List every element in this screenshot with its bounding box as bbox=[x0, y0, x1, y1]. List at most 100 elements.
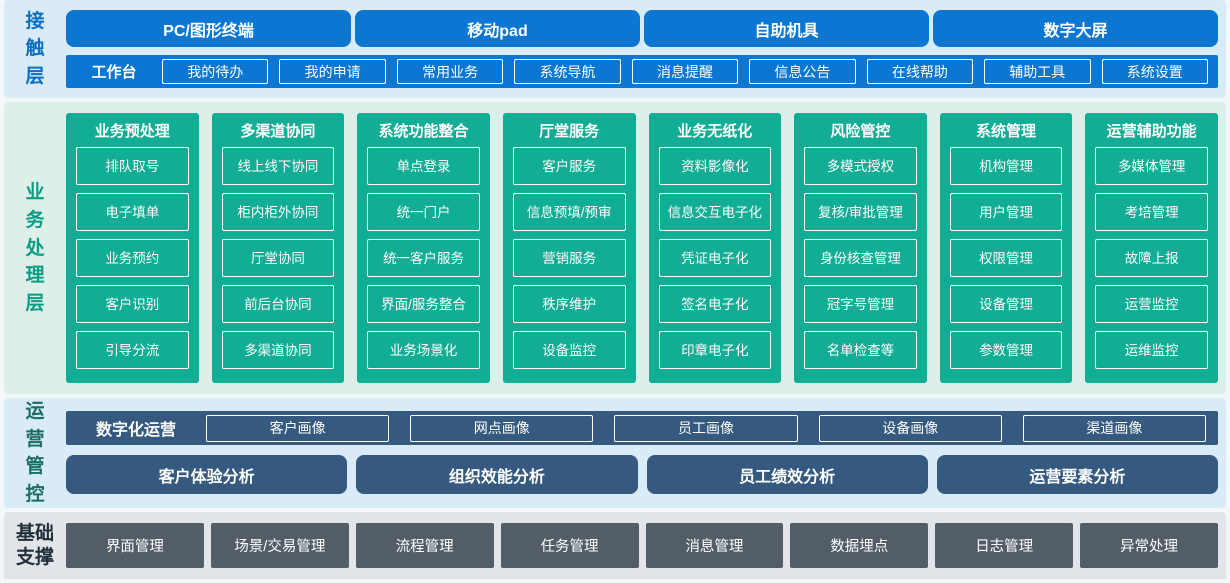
business-item[interactable]: 运营监控 bbox=[1095, 285, 1208, 324]
business-column: 业务无纸化资料影像化信息交互电子化凭证电子化签名电子化印章电子化 bbox=[648, 113, 782, 384]
terminal-button[interactable]: 移动pad bbox=[355, 10, 640, 47]
foundation-row: 界面管理场景/交易管理流程管理任务管理消息管理数据埋点日志管理异常处理 bbox=[66, 523, 1218, 569]
business-item[interactable]: 权限管理 bbox=[949, 239, 1063, 278]
business-item[interactable]: 签名电子化 bbox=[658, 285, 772, 324]
foundation-button[interactable]: 任务管理 bbox=[500, 523, 639, 569]
business-item[interactable]: 身份核查管理 bbox=[804, 239, 917, 278]
business-column: 厅堂服务客户服务信息预填/预审营销服务秩序维护设备监控 bbox=[502, 113, 636, 384]
business-item[interactable]: 统一门户 bbox=[367, 193, 480, 232]
business-item[interactable]: 凭证电子化 bbox=[658, 239, 772, 278]
business-item[interactable]: 单点登录 bbox=[367, 147, 480, 186]
foundation-button[interactable]: 数据埋点 bbox=[790, 523, 929, 569]
business-item[interactable]: 客户服务 bbox=[512, 147, 626, 186]
business-item[interactable]: 界面/服务整合 bbox=[367, 285, 480, 324]
business-item[interactable]: 多模式授权 bbox=[804, 147, 917, 186]
business-item[interactable]: 引导分流 bbox=[76, 331, 189, 370]
business-item[interactable]: 机构管理 bbox=[949, 147, 1063, 186]
business-column-title: 系统管理 bbox=[976, 122, 1037, 140]
business-item[interactable]: 故障上报 bbox=[1095, 239, 1208, 278]
business-item[interactable]: 客户识别 bbox=[76, 285, 189, 324]
workbench-bar: 工作台 我的待办我的申请常用业务系统导航消息提醒信息公告在线帮助辅助工具系统设置 bbox=[66, 55, 1218, 88]
business-item[interactable]: 线上线下协同 bbox=[221, 147, 335, 186]
business-item[interactable]: 考培管理 bbox=[1095, 193, 1208, 232]
business-item[interactable]: 营销服务 bbox=[512, 239, 626, 278]
workbench-button[interactable]: 常用业务 bbox=[396, 59, 504, 84]
business-item[interactable]: 冠字号管理 bbox=[804, 285, 917, 324]
business-layer-side: 业务处理层 bbox=[4, 102, 66, 394]
business-column-title: 业务无纸化 bbox=[677, 122, 753, 140]
portrait-button[interactable]: 设备画像 bbox=[818, 414, 1002, 442]
portrait-button[interactable]: 客户画像 bbox=[206, 414, 390, 442]
business-column-title: 业务预处理 bbox=[94, 122, 170, 140]
contact-layer-side: 接触层 bbox=[4, 0, 66, 98]
business-item[interactable]: 电子填单 bbox=[76, 193, 189, 232]
business-layer-content: 业务预处理排队取号电子填单业务预约客户识别引导分流多渠道协同线上线下协同柜内柜外… bbox=[66, 102, 1226, 394]
business-item[interactable]: 秩序维护 bbox=[512, 285, 626, 324]
business-layer-label: 业务处理层 bbox=[25, 182, 45, 314]
contact-layer-label: 接触层 bbox=[25, 10, 45, 87]
workbench-button[interactable]: 消息提醒 bbox=[631, 59, 739, 84]
workbench-items: 我的待办我的申请常用业务系统导航消息提醒信息公告在线帮助辅助工具系统设置 bbox=[162, 59, 1208, 84]
terminal-button[interactable]: 数字大屏 bbox=[933, 10, 1218, 47]
business-item[interactable]: 设备监控 bbox=[512, 331, 626, 370]
analysis-button[interactable]: 组织效能分析 bbox=[356, 455, 638, 495]
business-item[interactable]: 统一客户服务 bbox=[367, 239, 480, 278]
analysis-button[interactable]: 运营要素分析 bbox=[936, 455, 1218, 495]
business-item[interactable]: 运维监控 bbox=[1095, 331, 1208, 370]
workbench-button[interactable]: 我的申请 bbox=[279, 59, 386, 84]
foundation-button[interactable]: 场景/交易管理 bbox=[210, 523, 349, 569]
portrait-button[interactable]: 员工画像 bbox=[614, 414, 798, 442]
digital-operations-label: 数字化运营 bbox=[95, 422, 176, 440]
operations-control-layer: 运营管控 数字化运营 客户画像网点画像员工画像设备画像渠道画像 客户体验分析组织… bbox=[4, 398, 1226, 509]
workbench-button[interactable]: 系统设置 bbox=[1101, 59, 1208, 84]
business-column-title: 风险管控 bbox=[830, 122, 891, 140]
operations-layer-side: 运营管控 bbox=[4, 398, 66, 508]
workbench-button[interactable]: 信息公告 bbox=[749, 59, 856, 84]
analysis-button[interactable]: 客户体验分析 bbox=[66, 455, 348, 495]
workbench-button[interactable]: 我的待办 bbox=[162, 59, 269, 84]
business-column: 运营辅助功能多媒体管理考培管理故障上报运营监控运维监控 bbox=[1085, 113, 1218, 384]
business-item[interactable]: 业务预约 bbox=[76, 239, 189, 278]
business-item[interactable]: 业务场景化 bbox=[367, 331, 480, 370]
terminal-button[interactable]: 自助机具 bbox=[644, 10, 929, 47]
business-item[interactable]: 多媒体管理 bbox=[1095, 147, 1208, 186]
foundation-layer-side: 基础支撑 bbox=[4, 512, 66, 579]
business-item[interactable]: 厅堂协同 bbox=[221, 239, 335, 278]
business-item[interactable]: 设备管理 bbox=[949, 285, 1063, 324]
business-column: 风险管控多模式授权复核/审批管理身份核查管理冠字号管理名单检查等 bbox=[794, 113, 927, 384]
business-item[interactable]: 信息交互电子化 bbox=[658, 193, 772, 232]
business-item[interactable]: 复核/审批管理 bbox=[804, 193, 917, 232]
foundation-button[interactable]: 消息管理 bbox=[645, 523, 784, 569]
business-item[interactable]: 资料影像化 bbox=[658, 147, 772, 186]
workbench-button[interactable]: 系统导航 bbox=[514, 59, 621, 84]
foundation-button[interactable]: 界面管理 bbox=[66, 523, 204, 569]
foundation-button[interactable]: 流程管理 bbox=[355, 523, 494, 569]
business-item[interactable]: 用户管理 bbox=[949, 193, 1063, 232]
terminal-button[interactable]: PC/图形终端 bbox=[66, 10, 351, 47]
business-item[interactable]: 参数管理 bbox=[949, 331, 1063, 370]
portrait-button[interactable]: 网点画像 bbox=[410, 414, 594, 442]
foundation-support-layer: 基础支撑 界面管理场景/交易管理流程管理任务管理消息管理数据埋点日志管理异常处理 bbox=[4, 512, 1226, 579]
business-item[interactable]: 多渠道协同 bbox=[221, 331, 335, 370]
business-item[interactable]: 信息预填/预审 bbox=[512, 193, 626, 232]
business-column-title: 多渠道协同 bbox=[240, 122, 316, 140]
business-item[interactable]: 前后台协同 bbox=[221, 285, 335, 324]
analysis-button[interactable]: 员工绩效分析 bbox=[646, 455, 928, 495]
business-column-title: 系统功能整合 bbox=[378, 122, 469, 140]
workbench-button[interactable]: 辅助工具 bbox=[984, 59, 1091, 84]
business-item[interactable]: 印章电子化 bbox=[658, 331, 772, 370]
analysis-row: 客户体验分析组织效能分析员工绩效分析运营要素分析 bbox=[66, 455, 1218, 495]
foundation-button[interactable]: 异常处理 bbox=[1080, 523, 1218, 569]
workbench-button[interactable]: 在线帮助 bbox=[866, 59, 974, 84]
business-item[interactable]: 柜内柜外协同 bbox=[221, 193, 335, 232]
business-column-title: 运营辅助功能 bbox=[1106, 122, 1197, 140]
business-processing-layer: 业务处理层 业务预处理排队取号电子填单业务预约客户识别引导分流多渠道协同线上线下… bbox=[4, 102, 1226, 395]
foundation-button[interactable]: 日志管理 bbox=[935, 523, 1074, 569]
operations-layer-content: 数字化运营 客户画像网点画像员工画像设备画像渠道画像 客户体验分析组织效能分析员… bbox=[66, 398, 1226, 508]
business-item[interactable]: 名单检查等 bbox=[804, 331, 917, 370]
business-item[interactable]: 排队取号 bbox=[76, 147, 189, 186]
portrait-button[interactable]: 渠道画像 bbox=[1022, 414, 1207, 442]
